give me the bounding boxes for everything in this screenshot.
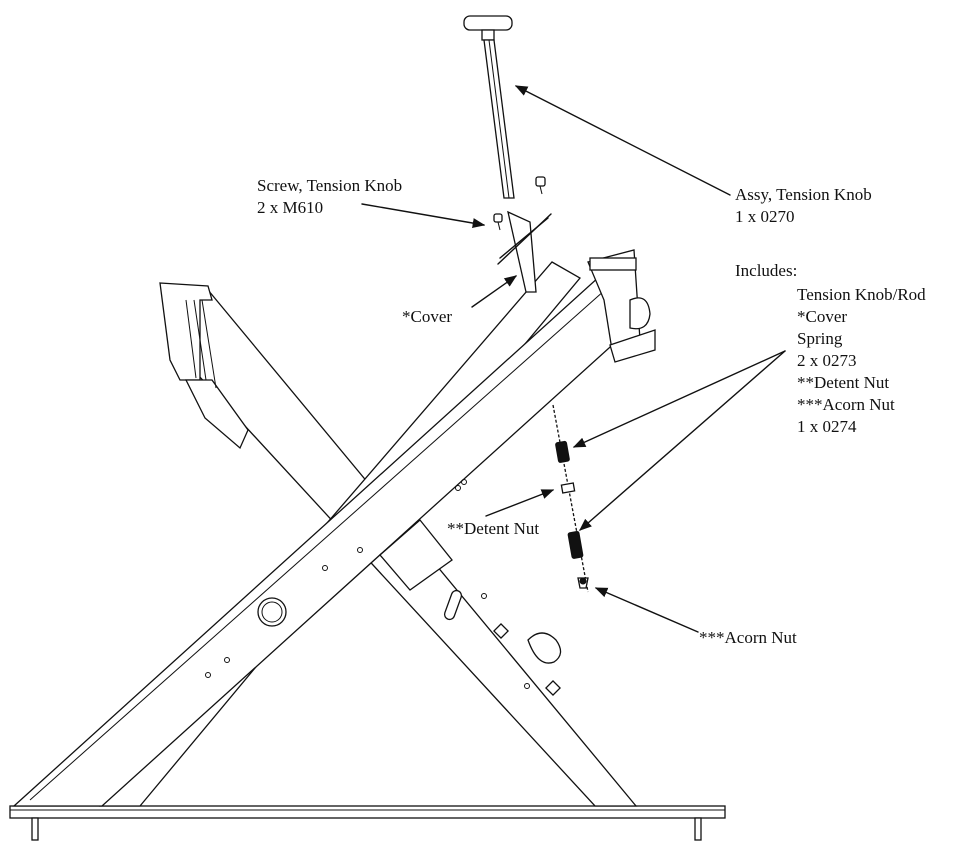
cover-part [497,210,552,293]
tension-rod-assembly [552,404,589,593]
assy-label-line-2: 1 x 0270 [735,207,795,226]
detent-nut-label: **Detent Nut [447,519,540,538]
screw-label: Screw, Tension Knob 2 x M610 [257,175,402,219]
screw-label-line-1: Screw, Tension Knob [257,176,403,195]
screw-label-line-2: 2 x M610 [257,198,324,217]
base-foot [9,805,726,841]
back-leg-details [379,519,562,696]
includes-item: 1 x 0274 [797,417,857,436]
leader-arrows [361,85,786,633]
front-leg [12,249,656,807]
includes-item: Tension Knob/Rod [797,285,926,304]
includes-heading: Includes: [735,261,798,280]
includes-item: Spring [797,329,843,348]
includes-item: ***Acorn Nut [797,395,895,414]
assy-label: Assy, Tension Knob 1 x 0270 [735,184,872,228]
screw-parts [493,176,546,231]
tension-knob-part [463,15,515,199]
includes-item: 2 x 0273 [797,351,857,370]
includes-list: Tension Knob/Rod *Cover Spring 2 x 0273 … [797,284,926,438]
includes-item: **Detent Nut [797,373,890,392]
cover-label: *Cover [402,307,453,326]
assy-label-line-1: Assy, Tension Knob [735,185,872,204]
acorn-nut-label: ***Acorn Nut [699,628,797,647]
includes-item: *Cover [797,307,848,326]
